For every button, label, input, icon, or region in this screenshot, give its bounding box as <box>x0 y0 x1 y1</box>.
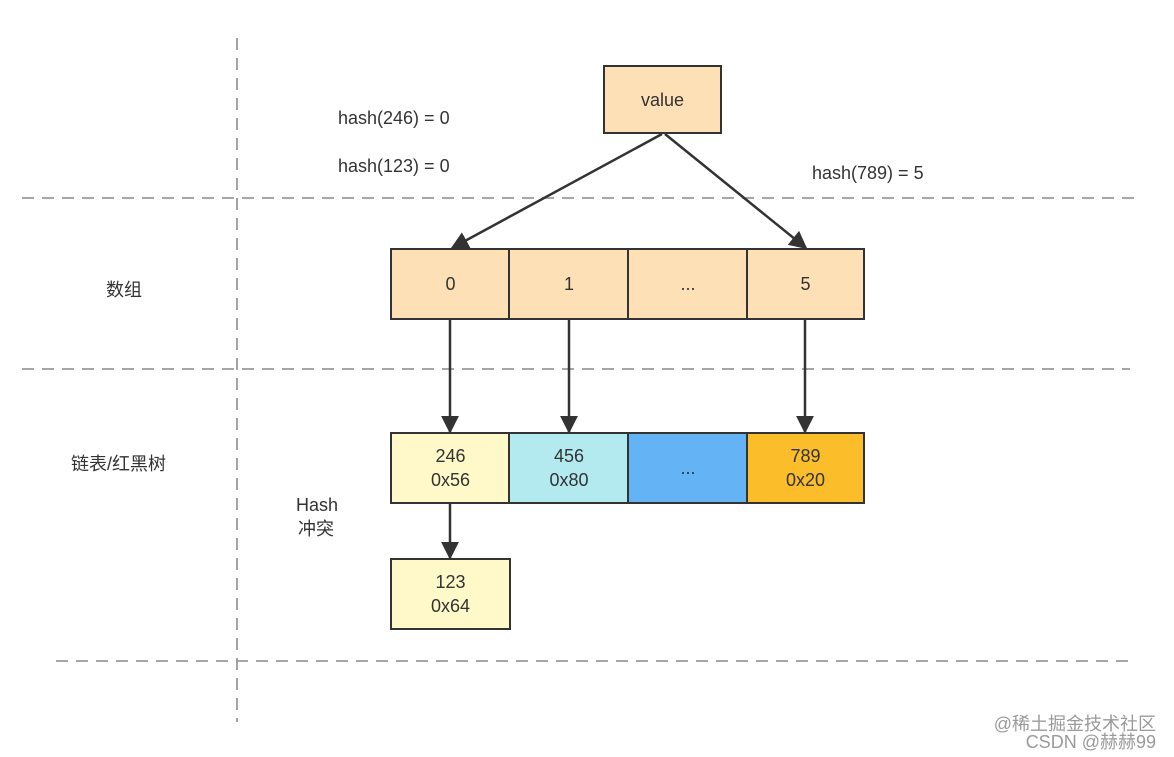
node-key: ... <box>680 458 696 478</box>
hash-789-label: hash(789) = 5 <box>812 163 924 183</box>
array-cell-label: 1 <box>563 274 574 294</box>
node-key: 123 <box>435 572 466 592</box>
node-address: 0x80 <box>549 470 589 490</box>
node-address: 0x56 <box>430 470 471 490</box>
node-key: 456 <box>553 446 585 466</box>
array-cell-label: 5 <box>800 274 811 294</box>
hash-123-label: hash(123) = 0 <box>338 156 450 176</box>
watermark-line2: CSDN @赫赫99 <box>1025 732 1156 752</box>
node-246: 246 0x56 <box>390 432 511 504</box>
node-789: 789 0x20 <box>746 432 865 504</box>
node-123: 123 0x64 <box>390 558 511 630</box>
array-cell-ellipsis: ... <box>627 248 749 320</box>
array-cell-5: 5 <box>746 248 865 320</box>
hash-collision-label-line1: Hash <box>296 495 339 515</box>
array-section-label: 数组 <box>106 280 142 300</box>
node-address: 0x64 <box>430 596 471 616</box>
hash-collision-label-line2: 冲突 <box>298 519 334 539</box>
node-key: 789 <box>790 446 821 466</box>
arrow-value-to-slot-5 <box>664 133 808 250</box>
hash-246-label: hash(246) = 0 <box>338 108 450 128</box>
arrow-value-to-slot-0 <box>450 132 663 250</box>
array-cell-label: 0 <box>445 274 456 294</box>
list-tree-section-label: 链表/红黑树 <box>71 454 167 474</box>
node-key: 246 <box>435 446 466 466</box>
value-box-label: value <box>640 89 685 110</box>
array-cell-label: ... <box>680 274 696 294</box>
node-address: 0x20 <box>785 470 826 490</box>
watermark-line1: @稀土掘金技术社区 <box>993 714 1156 734</box>
node-ellipsis: ... <box>627 432 749 504</box>
value-box: value <box>603 65 722 134</box>
node-456: 456 0x80 <box>508 432 630 504</box>
array-cell-1: 1 <box>508 248 630 320</box>
array-cell-0: 0 <box>390 248 511 320</box>
